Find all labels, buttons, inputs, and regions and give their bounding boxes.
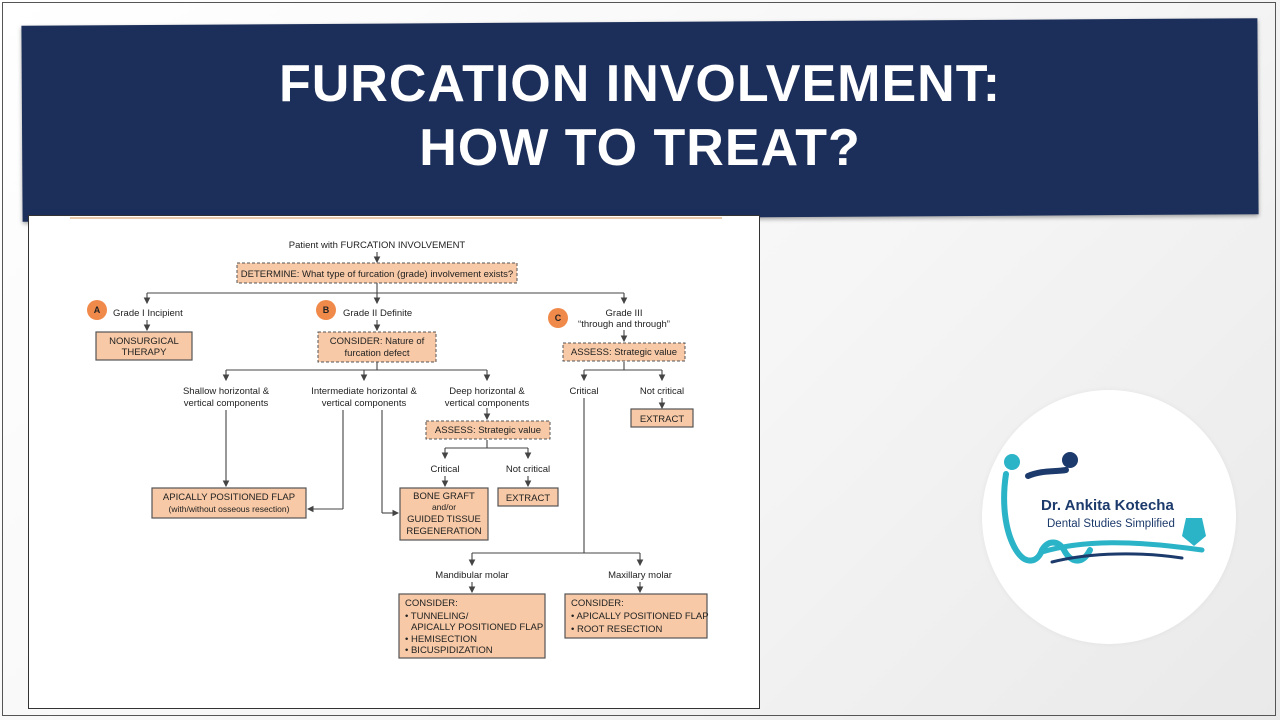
consider-nature-line-1: CONSIDER: Nature of (330, 336, 425, 347)
nonsurgical-line-2: THERAPY (122, 347, 168, 358)
badge-a-label: A (94, 305, 101, 315)
logo-tagline: Dental Studies Simplified (1047, 518, 1175, 530)
title-line-1: FURCATION INVOLVEMENT: (278, 55, 1002, 113)
apically-positioned-flap-box (151, 487, 307, 519)
assess-strategic-right-label: ASSESS: Strategic value (571, 347, 677, 358)
mand-consider-line-1: • TUNNELING/ (405, 611, 469, 622)
critical-right-label: Critical (569, 386, 598, 397)
badge-c (548, 308, 568, 328)
bone-graft-line-4: REGENERATION (406, 526, 481, 537)
mand-consider-line-4: • BICUSPIDIZATION (405, 645, 493, 656)
extract-mid-box (497, 487, 559, 507)
logo-graphic (1001, 452, 1206, 564)
deep-label-2: vertical components (445, 398, 530, 409)
bone-graft-line-1: BONE GRAFT (413, 491, 475, 502)
max-consider-line-1: • APICALLY POSITIONED FLAP (571, 611, 709, 622)
grade-2-label: Grade II Definite (343, 308, 412, 319)
apical-flap-line-1: APICALLY POSITIONED FLAP (163, 492, 295, 503)
intermediate-label-1: Intermediate horizontal & (311, 386, 417, 397)
mand-consider-line-3: • HEMISECTION (405, 634, 477, 645)
logo-name: Dr. Ankita Kotecha (1041, 497, 1174, 514)
grade-3-sublabel: “through and through” (578, 319, 670, 330)
mandibular-consider-box (398, 593, 546, 659)
badge-b (316, 300, 336, 320)
deep-label-1: Deep horizontal & (449, 386, 525, 397)
consider-nature-box (317, 331, 437, 363)
connectors (143, 252, 666, 594)
mand-consider-head: CONSIDER: (405, 598, 458, 609)
bone-graft-line-3: GUIDED TISSUE (407, 514, 481, 525)
extract-right-box (630, 408, 694, 428)
nonsurgical-therapy-box (95, 331, 193, 361)
consider-nature-line-2: furcation defect (345, 348, 410, 359)
intermediate-label-2: vertical components (322, 398, 407, 409)
slide-title: FURCATION INVOLVEMENT: HOW TO TREAT? (22, 52, 1258, 180)
extract-mid-label: EXTRACT (506, 493, 551, 504)
mandibular-molar-label: Mandibular molar (435, 570, 508, 581)
shallow-label-1: Shallow horizontal & (183, 386, 270, 397)
determine-label: DETERMINE: What type of furcation (grade… (241, 269, 513, 280)
max-consider-head: CONSIDER: (571, 598, 624, 609)
determine-box (236, 262, 518, 284)
max-consider-line-2: • ROOT RESECTION (571, 624, 662, 635)
assess-strategic-mid-label: ASSESS: Strategic value (435, 425, 541, 436)
title-line-2: HOW TO TREAT? (419, 119, 861, 177)
grade-1-label: Grade I Incipient (113, 308, 183, 319)
grade-3-label: Grade III (606, 308, 643, 319)
mand-consider-line-2: APICALLY POSITIONED FLAP (411, 622, 543, 633)
nonsurgical-line-1: NONSURGICAL (109, 336, 179, 347)
assess-strategic-mid-box (425, 420, 551, 440)
not-critical-mid-label: Not critical (506, 464, 550, 475)
badge-b-label: B (323, 305, 330, 315)
not-critical-right-label: Not critical (640, 386, 684, 397)
maxillary-molar-label: Maxillary molar (608, 570, 672, 581)
bone-graft-line-2: and/or (432, 502, 456, 512)
badge-a (87, 300, 107, 320)
bone-graft-box (399, 487, 489, 541)
logo-circle (982, 390, 1236, 644)
extract-right-label: EXTRACT (640, 414, 685, 425)
critical-mid-label: Critical (430, 464, 459, 475)
shallow-label-2: vertical components (184, 398, 269, 409)
root-node-label: Patient with FURCATION INVOLVEMENT (289, 240, 466, 251)
tooth-logo-icon (1001, 452, 1206, 564)
maxillary-consider-box (564, 593, 708, 639)
badge-c-label: C (555, 313, 562, 323)
apical-flap-line-2: (with/without osseous resection) (169, 504, 290, 514)
assess-strategic-right-box (562, 342, 686, 362)
